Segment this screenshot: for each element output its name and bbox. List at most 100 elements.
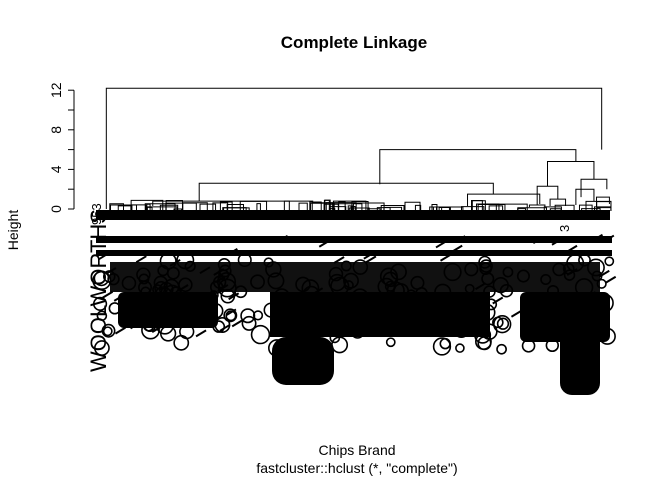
leaf-label-glyph [467, 323, 479, 332]
dendrogram-branch [165, 202, 197, 211]
y-axis-label: Height [5, 210, 21, 251]
leaf-label-glyph [388, 310, 403, 325]
leaf-label-glyph [102, 326, 113, 337]
y-tick-label: 4 [48, 165, 64, 173]
leaf-label-glyph [546, 284, 560, 298]
leaf-label-mass [272, 337, 334, 385]
leaf-label-glyph [377, 277, 396, 296]
leaf-label-glyph [141, 320, 160, 340]
leaf-label-glyph [552, 302, 568, 318]
leaf-label-glyph [241, 315, 257, 331]
leaf-label-glyph [544, 315, 556, 324]
dendrogram-branch [348, 207, 370, 211]
dendrogram-branch [596, 201, 612, 211]
leaf-label-woolworths: WOOLWORTHS [86, 209, 111, 372]
leaf-label-glyph [461, 300, 473, 309]
leaf-label-glyph [184, 260, 196, 272]
leaf-label-glyph [566, 268, 578, 276]
leaf-label-glyph [231, 319, 243, 328]
leaf-label-glyph [208, 290, 219, 301]
leaf-label-glyph [410, 275, 425, 290]
leaf-label-glyph [583, 308, 597, 322]
leaf-label-glyph [435, 240, 447, 249]
dendrogram-branch [536, 185, 559, 206]
leaf-label-glyph [475, 282, 487, 291]
leaf-label-glyph [545, 338, 560, 353]
dendrogram-branch [441, 206, 450, 211]
leaf-label-glyph [485, 298, 498, 311]
dendrogram-tree [105, 87, 612, 211]
leaf-label-glyph [267, 272, 285, 290]
leaf-label-glyph [212, 320, 226, 333]
leaf-label-glyph [332, 300, 349, 317]
dendrogram-branch [105, 87, 603, 209]
dendrogram-branch [414, 204, 422, 211]
leaf-label-glyph [213, 268, 225, 276]
leaf-label-glyph [564, 307, 585, 327]
dendrogram-branch [379, 149, 577, 185]
dendrogram-branch [146, 206, 153, 211]
leaf-label-glyph [343, 315, 355, 323]
leaf-label-glyph [195, 329, 207, 338]
leaf-label-glyph [107, 272, 120, 286]
dendrogram-branch [325, 202, 357, 211]
dendrogram-branch [223, 207, 250, 211]
dendrogram-branch [575, 188, 595, 206]
leaf-label-glyph [332, 292, 346, 307]
leaf-label-glyph [492, 276, 509, 294]
leaf-label-glyph [93, 340, 110, 356]
leaf-label-glyph [365, 255, 377, 264]
leaf-label-glyph [427, 327, 439, 335]
leaf-label-glyph [408, 303, 419, 314]
leaf-label-glyph [108, 302, 121, 315]
leaf-label-glyph [533, 322, 545, 330]
leaf-label-glyph [183, 314, 196, 327]
leaf-label-glyph [151, 325, 163, 333]
leaf-label-glyph [318, 239, 330, 248]
leaf-label-glyph [535, 294, 546, 305]
leaf-label-glyph [596, 278, 607, 289]
leaf-label-glyph [273, 311, 289, 327]
leaf-label-glyph [446, 305, 458, 314]
leaf-label-glyph [516, 269, 530, 283]
dendrogram-branch [367, 208, 381, 211]
dendrogram-branch [549, 198, 567, 207]
leaf-label-glyph [301, 279, 320, 298]
leaf-label-glyph [102, 290, 114, 299]
leaf-label-glyph [140, 286, 151, 297]
leaf-label-glyph [385, 337, 396, 348]
leaf-label-glyph [464, 262, 479, 277]
leaf-label-glyph [532, 236, 544, 244]
leaf-label-glyph [141, 306, 155, 320]
leaf-label-glyph [432, 337, 452, 356]
leaf-label-glyph [154, 281, 169, 295]
leaf-label-glyph [336, 319, 349, 332]
leaf-label-glyph [363, 251, 375, 260]
leaf-label-glyph [240, 308, 256, 324]
dendrogram-branch [596, 207, 612, 211]
dendrogram-branch [554, 204, 575, 211]
leaf-label-glyph [522, 323, 540, 342]
leaf-label-glyph [591, 233, 604, 242]
leaf-label-glyph [343, 272, 359, 289]
leaf-label-glyph [263, 302, 279, 318]
leaf-label-glyph [439, 337, 451, 350]
dendrogram-branch [198, 182, 494, 202]
leaf-label-glyph [443, 262, 462, 282]
dendrogram-branch [580, 178, 608, 198]
leaf-label-glyph [138, 273, 150, 285]
leaf-label-glyph [252, 310, 264, 321]
dendrogram-branch [471, 200, 486, 211]
leaf-label-glyph [219, 323, 231, 332]
leaf-label-mass [400, 292, 470, 330]
dendrogram-branch [352, 202, 385, 211]
leaf-label-glyph [129, 292, 141, 304]
leaf-label-glyph [586, 321, 598, 329]
leaf-label-glyph [478, 303, 496, 322]
leaf-label-glyph [578, 253, 591, 267]
dendrogram-branch [517, 207, 548, 211]
leaf-label-glyph [139, 293, 154, 307]
leaf-label-glyph [502, 266, 514, 278]
leaf-label-glyph [151, 320, 163, 329]
